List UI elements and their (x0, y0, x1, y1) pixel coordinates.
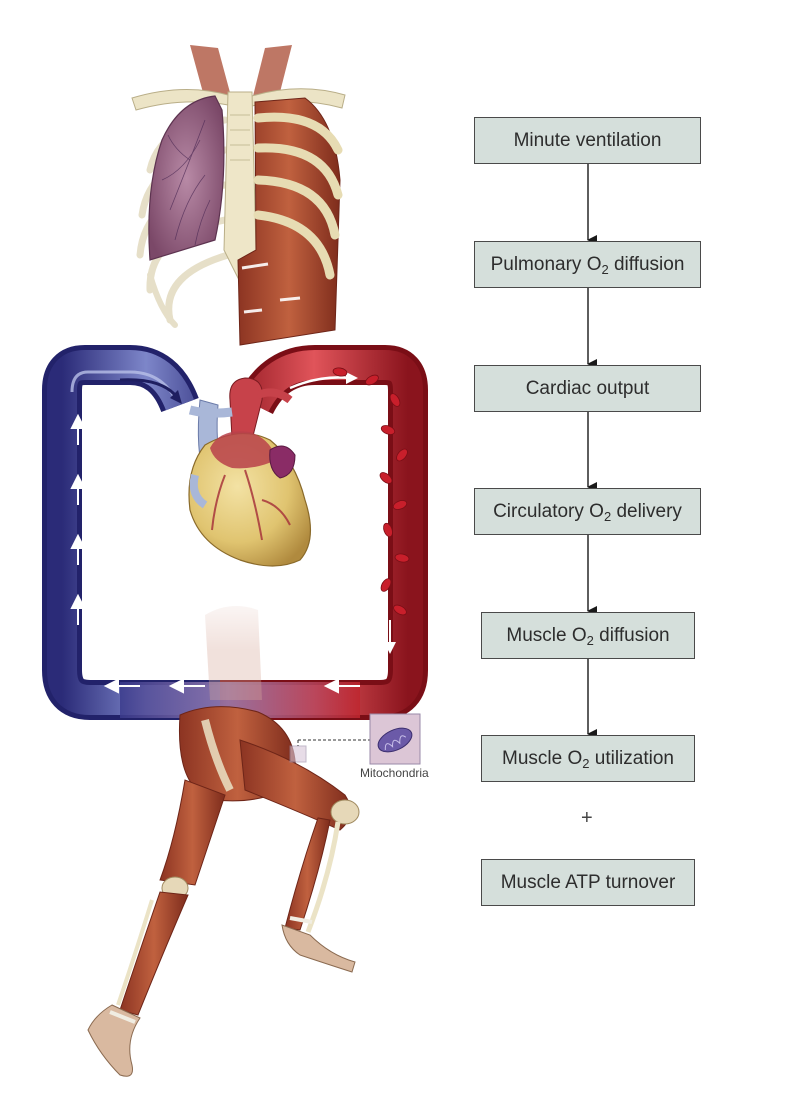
step-muscle-o2-utilization: Muscle O2 utilization (481, 735, 695, 782)
runner-illustration (87, 595, 360, 1077)
thorax-illustration (131, 45, 346, 346)
step-text: Cardiac output (525, 377, 650, 399)
step-text: Muscle O2 diffusion (506, 624, 670, 648)
step-text: Minute ventilation (513, 129, 662, 151)
plus-sign: + (581, 807, 593, 829)
mitochondria-label: Mitochondria (360, 766, 429, 780)
step-muscle-atp-turnover: Muscle ATP turnover (481, 859, 695, 906)
step-text: Circulatory O2 delivery (493, 500, 682, 524)
step-text: Muscle ATP turnover (500, 871, 676, 893)
step-muscle-o2-diffusion: Muscle O2 diffusion (481, 612, 695, 659)
step-text: Pulmonary O2 diffusion (490, 253, 685, 277)
step-circulatory-o2-delivery: Circulatory O2 delivery (474, 488, 701, 535)
physiology-illustration (42, 45, 428, 1077)
mitochondria-inset (289, 713, 421, 765)
step-text: Muscle O2 utilization (502, 747, 674, 771)
heart-illustration (188, 377, 312, 567)
step-minute-ventilation: Minute ventilation (474, 117, 701, 164)
step-pulmonary-o2-diffusion: Pulmonary O2 diffusion (474, 241, 701, 288)
circulation-loop (42, 345, 428, 720)
step-cardiac-output: Cardiac output (474, 365, 701, 412)
